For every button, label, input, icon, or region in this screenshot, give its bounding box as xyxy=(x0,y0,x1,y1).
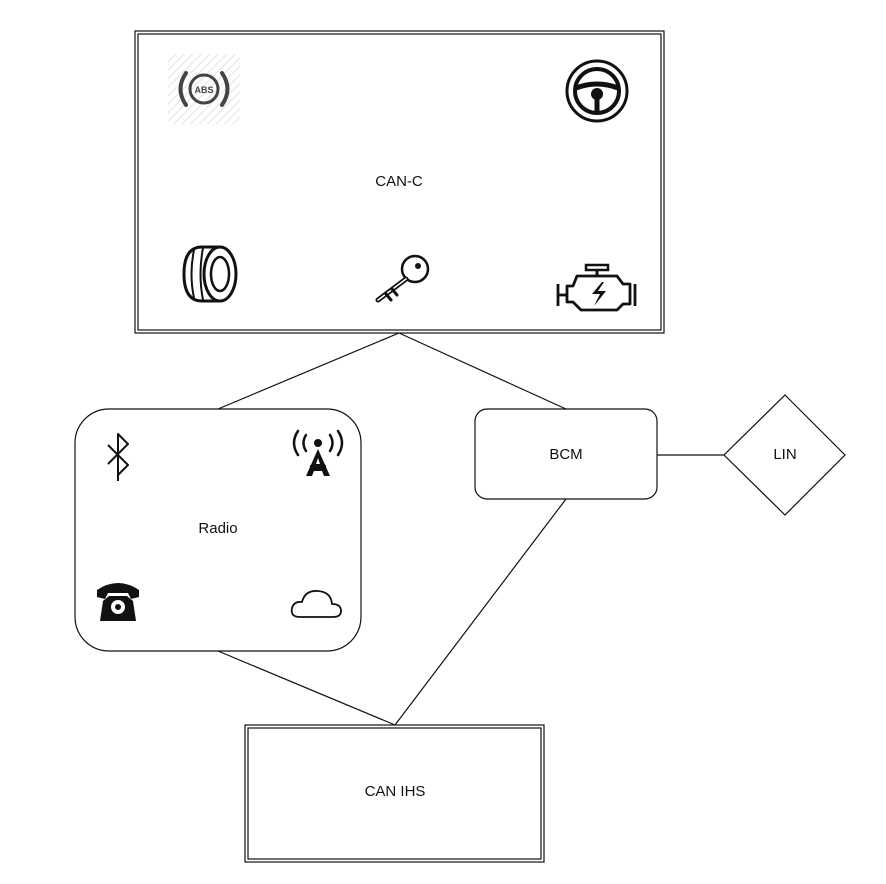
node-bcm[interactable]: BCM xyxy=(474,408,658,500)
node-label-can-c: CAN-C xyxy=(375,173,423,190)
bluetooth-icon xyxy=(107,433,129,481)
edge-canc-radio xyxy=(217,332,400,410)
telephone-icon xyxy=(97,583,139,621)
node-can-ihs[interactable]: CAN IHS xyxy=(244,724,545,863)
node-label-bcm: BCM xyxy=(549,446,582,463)
node-radio[interactable]: Radio xyxy=(74,408,362,652)
node-lin[interactable]: LIN xyxy=(723,394,846,516)
node-can-c[interactable]: CAN-C ABS xyxy=(134,30,665,334)
tire-icon xyxy=(182,245,238,303)
radio-tower-icon xyxy=(292,429,344,476)
engine-icon xyxy=(556,263,637,312)
svg-text:ABS: ABS xyxy=(194,85,213,95)
node-label-radio: Radio xyxy=(198,520,237,537)
node-label-lin: LIN xyxy=(773,446,796,463)
node-label-can-ihs: CAN IHS xyxy=(365,783,426,800)
key-icon xyxy=(375,254,430,303)
cloud-icon xyxy=(290,590,342,618)
edge-bcm-canihs xyxy=(394,498,567,726)
edge-canc-bcm xyxy=(398,332,567,410)
abs-icon: ABS xyxy=(168,54,240,124)
steering-wheel-icon xyxy=(565,59,629,123)
edge-radio-canihs xyxy=(217,650,396,726)
